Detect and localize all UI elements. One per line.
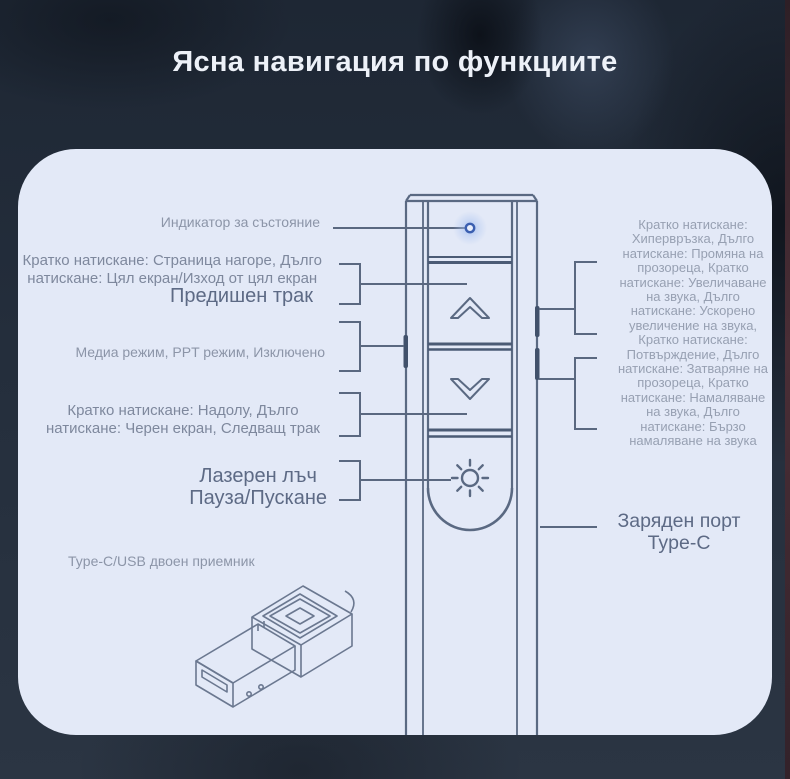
feature-panel: Индикатор за състояние Кратко натискане:…	[18, 149, 772, 735]
chevron-down-icon	[450, 378, 490, 400]
page-down-function-label: Кратко натискане: Надолу, Дълго натискан…	[45, 402, 320, 437]
previous-track-label: Предишен трак	[170, 285, 313, 307]
mode-switch	[403, 335, 408, 368]
side-button-top	[535, 306, 540, 337]
pagedown-callout-bracket	[339, 392, 467, 437]
side-buttons-function-label: Кратко натискане: Хипервръзка, Дълго нат…	[618, 217, 768, 449]
mode-switch-label: Медиа режим, PPT режим, Изключено	[75, 344, 325, 360]
mode-callout-bracket	[339, 321, 404, 372]
right-top-callout-bracket	[539, 261, 597, 335]
presenter-illustration	[195, 193, 597, 735]
right-bottom-callout-bracket	[539, 357, 597, 430]
remote-outline	[404, 193, 539, 735]
laser-function-label: Лазерен лъч Пауза/Пускане	[189, 465, 327, 509]
page-title: Ясна навигация по функциите	[172, 46, 618, 78]
page-up-function-label: Кратко натискане: Страница нагоре, Дълго…	[22, 252, 323, 287]
laser-callout-bracket	[339, 460, 451, 501]
status-led-dot	[453, 211, 487, 245]
side-button-bottom	[535, 348, 540, 380]
usb-receiver-illustration	[195, 585, 355, 708]
status-indicator-label: Индикатор за състояние	[160, 214, 320, 230]
callout-lines	[333, 227, 597, 528]
pageup-callout-bracket	[339, 263, 467, 305]
usb-receiver-label: Type-C/USB двоен приемник	[68, 553, 255, 569]
photo-edge-strip	[785, 0, 790, 779]
chevron-up-icon	[450, 297, 490, 319]
charge-port-label: Заряден порт Type-C	[617, 510, 741, 554]
laser-beam-icon	[450, 458, 490, 498]
